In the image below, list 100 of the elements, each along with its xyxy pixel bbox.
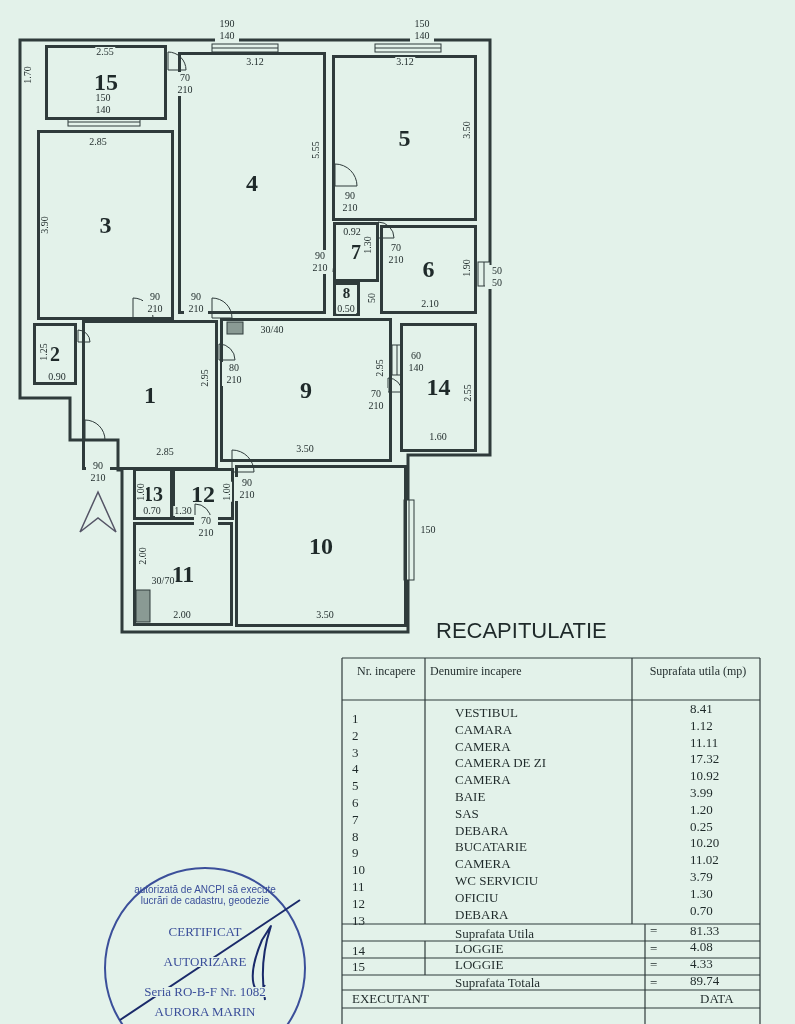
dimension: 2.55	[95, 47, 115, 57]
dimension: 50	[367, 292, 377, 304]
room-outline	[220, 318, 392, 462]
table-cell: =	[650, 976, 658, 990]
table-cell: 0.70	[690, 903, 713, 918]
dimension: 0.92	[342, 227, 362, 237]
dimension: 2.95	[200, 368, 210, 388]
table-cell: 1	[352, 712, 359, 726]
room-outline	[178, 52, 326, 314]
dimension: 2.55	[463, 383, 473, 403]
dimension: 1.25	[39, 342, 49, 362]
dimension: 1.00	[136, 482, 146, 502]
dimension: 3.12	[245, 57, 265, 67]
room-number: 15	[94, 69, 118, 95]
door-size: 70 210	[194, 515, 218, 539]
table-cell: OFICIU	[455, 890, 499, 905]
room-number: 7	[351, 240, 361, 264]
room-outline	[333, 222, 379, 282]
table-cell: 3.79	[690, 870, 713, 884]
table-title: RECAPITULATIE	[436, 618, 607, 644]
table-cell: 1.20	[690, 802, 713, 817]
room-number: 10	[309, 532, 333, 560]
table-cell: 1.30	[690, 886, 713, 901]
table-cell: DEBARA	[455, 907, 509, 922]
table-cell: 11.02	[690, 853, 719, 868]
table-cell: 3.99	[690, 786, 713, 800]
table-cell: Suprafata Utila	[455, 927, 535, 941]
dimension: 3.50	[462, 120, 472, 140]
room-outline	[332, 55, 477, 221]
table-cell: 12	[352, 896, 365, 911]
table-cell: BUCATARIE	[455, 840, 527, 855]
table-cell: 5	[352, 779, 359, 794]
table-cell: 8.41	[690, 702, 713, 716]
dimension: 0.50	[336, 304, 356, 314]
room-outline	[45, 45, 167, 120]
dimension: 2.85	[155, 447, 175, 457]
table-cell: 10.92	[690, 769, 720, 784]
table-cell: EXECUTANT	[352, 992, 429, 1006]
table-cell: 81.33	[690, 924, 720, 938]
table-cell: LOGGIE	[455, 942, 504, 956]
door-size: 90 210	[308, 250, 332, 274]
room-outline	[33, 323, 77, 385]
table-cell: VESTIBUL	[455, 706, 518, 720]
dimension: 2.00	[138, 546, 148, 566]
dimension: 3.50	[295, 444, 315, 454]
table-cell: 3	[352, 745, 359, 760]
table-cell: CAMERA	[455, 773, 511, 788]
window-size: 190 140	[215, 18, 239, 42]
table-cell: =	[650, 958, 658, 972]
room-outline	[380, 225, 477, 314]
table-cell: 1.12	[690, 718, 713, 733]
stamp-text: CERTIFICAT	[167, 927, 243, 937]
table-cell: =	[650, 924, 658, 938]
table-cell: 2	[352, 728, 359, 743]
dimension: 3.50	[315, 610, 335, 620]
dimension: 1.70	[23, 65, 33, 85]
room-number: 5	[398, 124, 411, 152]
table-cell: 10	[352, 863, 365, 878]
room-number: 12	[191, 480, 215, 507]
dimension: 0.70	[142, 506, 162, 516]
dimension: 1.60	[428, 432, 448, 442]
table-cell: CAMERA	[455, 739, 511, 754]
window-size: 150 140	[410, 18, 434, 42]
dimension: 1.30	[363, 235, 373, 255]
dimension: 5.55	[311, 140, 321, 160]
room-outline	[235, 465, 407, 627]
dimension: 3.12	[395, 57, 415, 67]
table-cell: 0.25	[690, 819, 713, 834]
table-cell: 7	[352, 812, 359, 827]
dimension: 2.00	[172, 610, 192, 620]
dimension: 0.90	[47, 372, 67, 382]
table-cell: SAS	[455, 806, 479, 821]
dimension: 2.10	[420, 299, 440, 309]
dimension: 2.95	[375, 358, 385, 378]
dimension: 1.00	[222, 482, 232, 502]
dimension: 2.85	[88, 137, 108, 147]
room-number: 2	[50, 342, 60, 366]
stamp-text: AURORA MARIN	[153, 1007, 257, 1017]
table-cell: 17.32	[690, 752, 720, 767]
table-cell: =	[650, 942, 658, 956]
table-header: Suprafata utila (mp)	[648, 664, 748, 678]
table-header: Denumire incapere	[430, 664, 523, 678]
stamp-text: Seria RO-B-F Nr. 1082	[143, 987, 267, 997]
table-header: Nr. incapere	[357, 664, 417, 678]
table-cell: 10.20	[690, 836, 720, 851]
room-outline	[37, 130, 174, 320]
column-size: 30/40	[259, 325, 285, 335]
stamp-text: AUTORIZARE	[162, 957, 248, 967]
table-cell: 6	[352, 796, 359, 810]
room-outline	[133, 522, 233, 626]
table-cell: 89.74	[690, 974, 720, 988]
room-number: 1	[144, 381, 156, 409]
room-number: 3	[99, 211, 112, 239]
table-cell: Suprafata Totala	[455, 976, 541, 990]
table-cell: 8	[352, 829, 359, 844]
room-number: 8	[342, 285, 351, 301]
door-size: 90 210	[86, 460, 110, 484]
room-number: 14	[426, 374, 451, 401]
dimension: 3.90	[40, 215, 50, 235]
room-number: 6	[422, 256, 435, 283]
